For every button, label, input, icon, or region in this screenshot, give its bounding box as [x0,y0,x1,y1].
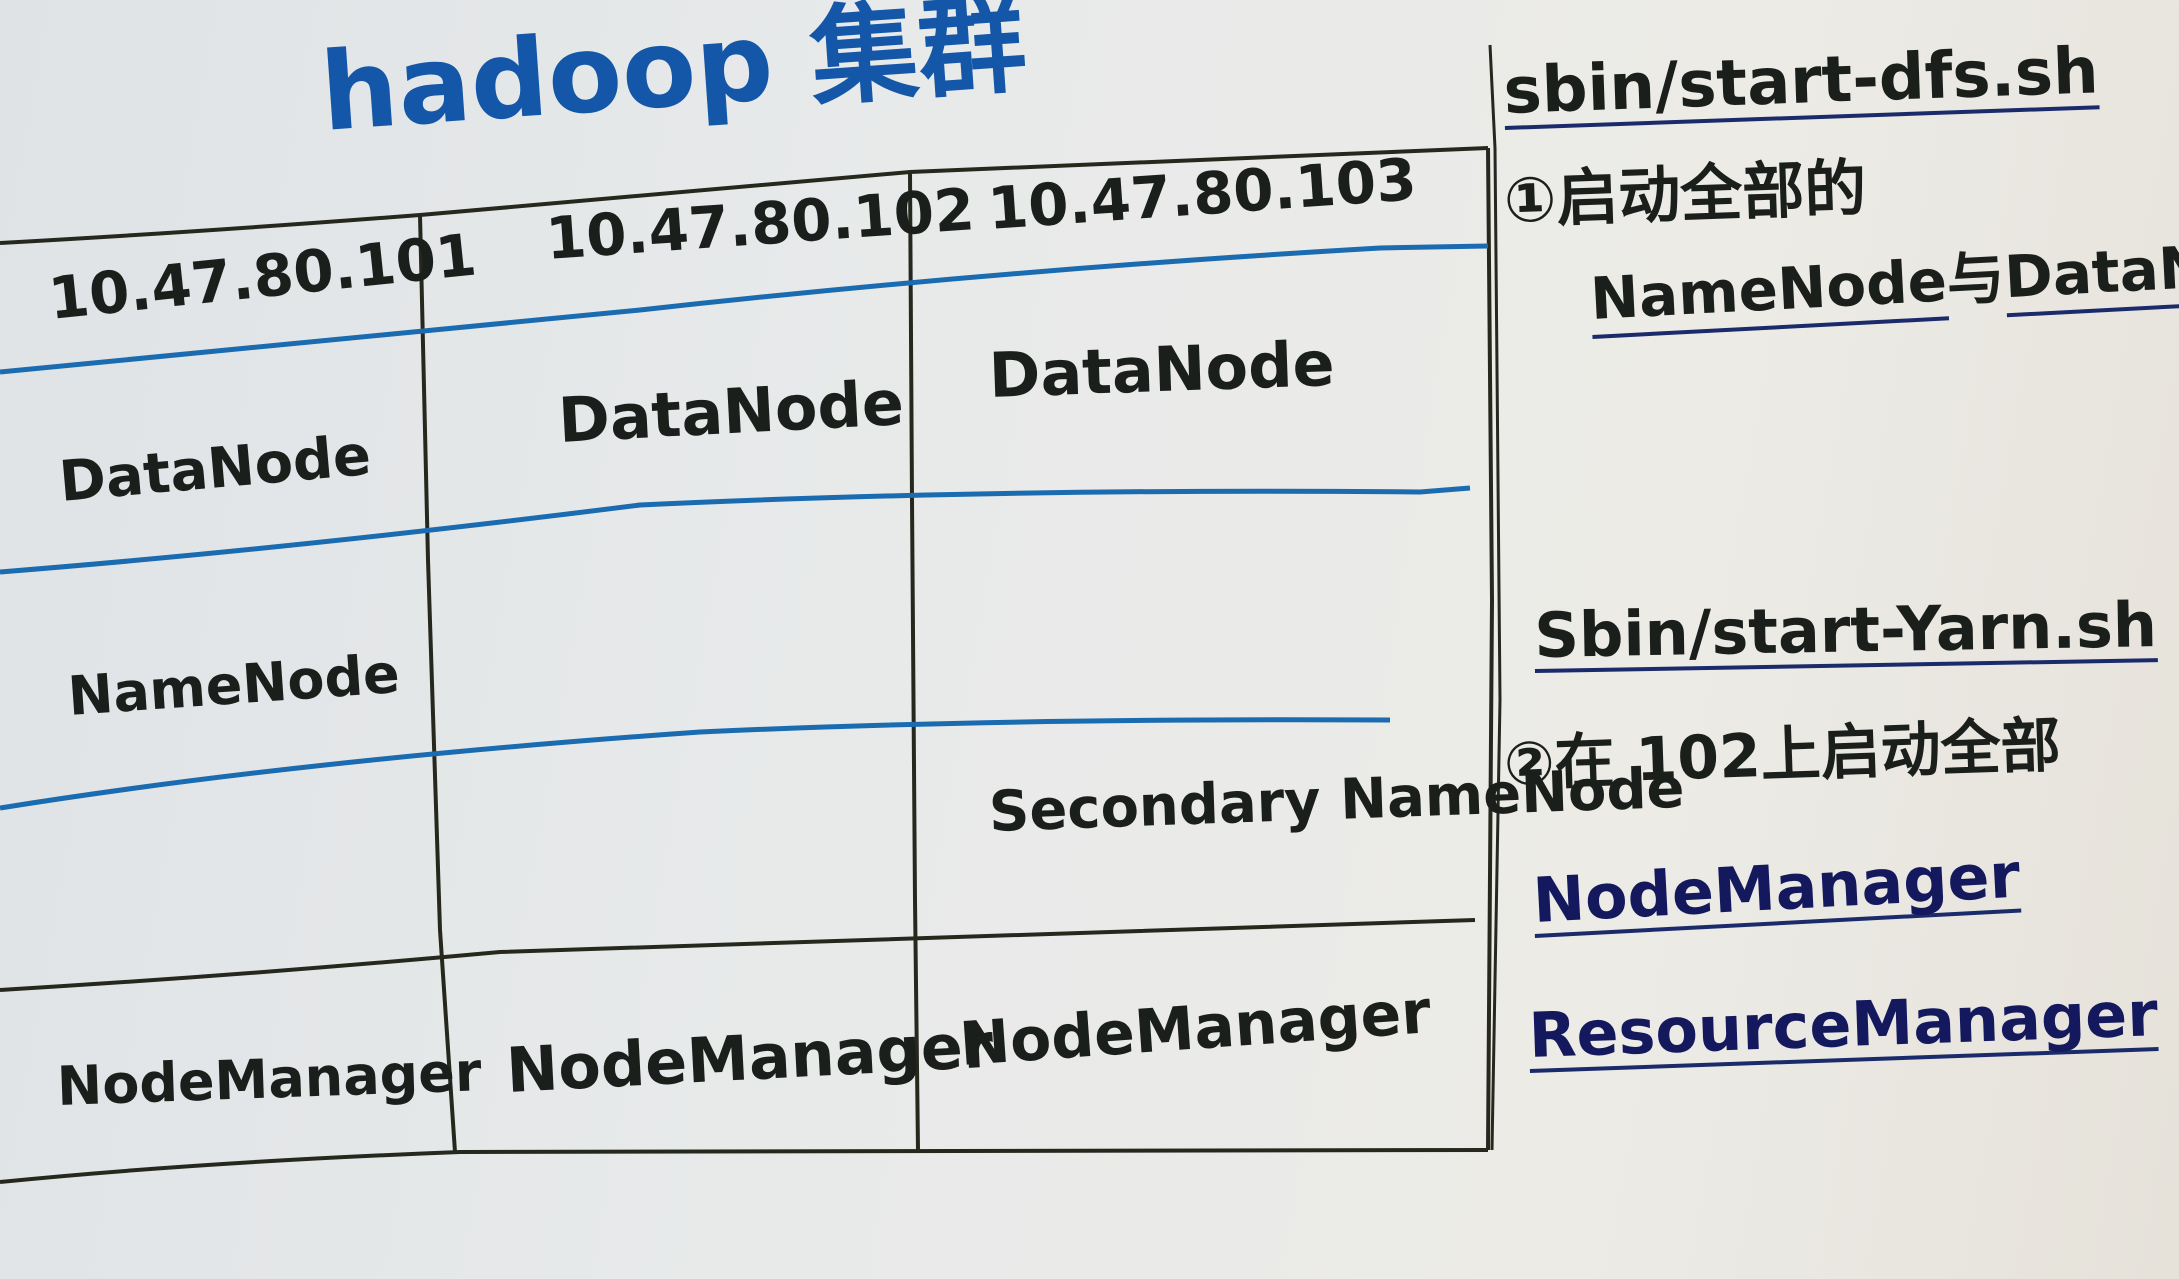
column-divider-1 [418,214,457,1153]
notes-divider [1488,44,1502,1151]
column-divider-2 [908,171,920,1151]
table-right-border [1486,147,1495,1151]
row-divider-blue-2 [0,485,1471,575]
note-dfs-with: 与 [1944,243,2007,315]
row-divider-black [0,918,1476,992]
cell-102-datanode: DataNode [556,366,906,457]
row-divider-blue-3 [0,717,1391,811]
note-dfs-line1: ①启动全部的 [1502,151,1868,237]
table-bottom-border [0,1148,1489,1184]
note-yarn-line1: ②在 102上启动全部 [1502,710,2062,800]
cell-101-nodemanager: NodeManager [55,1040,483,1118]
cell-103-datanode: DataNode [987,326,1336,412]
table-top-border [0,146,1489,245]
row-divider-blue-1 [0,243,1489,375]
note-yarn-command: Sbin/start-Yarn.sh [1533,588,2158,673]
